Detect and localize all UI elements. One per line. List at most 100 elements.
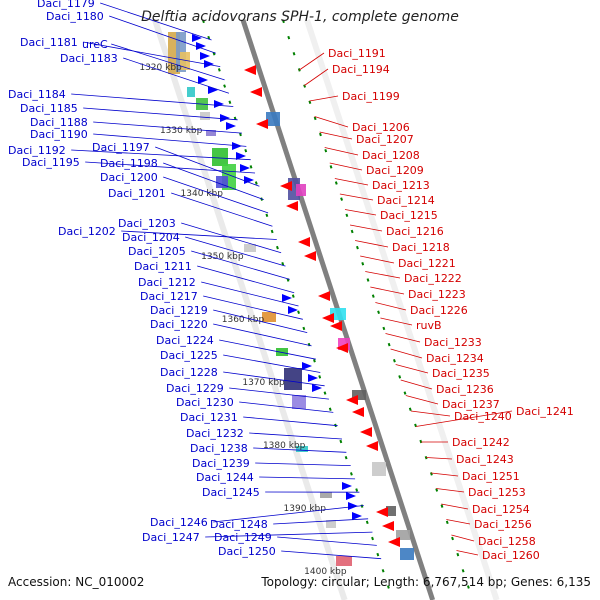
right-gene-label: Daci_1233 bbox=[424, 336, 482, 349]
forward-gene-arrow bbox=[208, 86, 218, 94]
right-gene-label: Daci_1256 bbox=[474, 518, 532, 531]
scale-label: 1400 kbp bbox=[304, 567, 347, 577]
left-gene-label: Daci_1229 bbox=[166, 382, 224, 395]
left-gene-label: Daci_1183 bbox=[60, 52, 118, 65]
right-gene-label: Daci_1194 bbox=[332, 63, 390, 76]
left-leader-line bbox=[109, 15, 217, 54]
left-leader-line bbox=[181, 222, 282, 254]
right-gene-label: Daci_1253 bbox=[468, 486, 526, 499]
right-leader-line bbox=[324, 147, 359, 156]
forward-gene-arrow bbox=[244, 176, 254, 184]
right-gene-label: Daci_1260 bbox=[482, 549, 540, 562]
left-leader-line bbox=[71, 149, 251, 161]
left-leader-line bbox=[223, 354, 321, 373]
left-leader-line bbox=[163, 162, 264, 200]
left-gene-label: Daci_1244 bbox=[196, 471, 254, 484]
forward-gene-arrow bbox=[348, 502, 358, 510]
forward-gene-arrow bbox=[236, 152, 246, 160]
left-leader-line bbox=[249, 432, 343, 440]
feature-box bbox=[292, 395, 306, 409]
right-gene-label: Daci_1241 bbox=[516, 405, 574, 418]
feature-box bbox=[266, 112, 280, 126]
right-leader-line bbox=[375, 302, 407, 311]
scale-label: 1340 kbp bbox=[181, 189, 224, 199]
feature-box bbox=[372, 462, 386, 476]
scale-label: 1330 kbp bbox=[160, 126, 203, 136]
right-gene-label: Daci_1214 bbox=[377, 194, 435, 207]
forward-gene-arrow bbox=[192, 34, 202, 42]
reverse-gene-arrow bbox=[250, 87, 262, 97]
feature-box bbox=[187, 87, 195, 97]
feature-box bbox=[206, 130, 216, 136]
left-leader-line bbox=[163, 176, 269, 214]
reverse-gene-arrow bbox=[286, 201, 298, 211]
right-gene-label: Daci_1251 bbox=[462, 470, 520, 483]
scale-label: 1390 kbp bbox=[284, 504, 327, 514]
forward-gene-arrow bbox=[282, 294, 292, 302]
left-gene-label: Daci_1190 bbox=[30, 128, 88, 141]
right-gene-label: Daci_1235 bbox=[432, 367, 490, 380]
right-leader-line bbox=[385, 333, 421, 343]
right-leader-line bbox=[441, 503, 469, 510]
left-leader-line bbox=[281, 550, 382, 560]
left-gene-label: Daci_1219 bbox=[150, 304, 208, 317]
scale-label: 1360 kbp bbox=[222, 315, 265, 325]
left-leader-line bbox=[203, 295, 303, 320]
feature-box bbox=[320, 492, 332, 498]
genome-summary: Topology: circular; Length: 6,767,514 bp… bbox=[261, 575, 591, 589]
right-leader-line bbox=[299, 52, 325, 71]
right-gene-label: Daci_1234 bbox=[426, 352, 484, 365]
right-leader-line bbox=[319, 131, 353, 140]
left-leader-line bbox=[219, 339, 316, 360]
reverse-gene-arrow bbox=[318, 291, 330, 301]
left-leader-line bbox=[205, 531, 373, 538]
left-leader-line bbox=[93, 133, 247, 147]
left-gene-label: Daci_1232 bbox=[186, 427, 244, 440]
right-gene-label: Daci_1258 bbox=[478, 535, 536, 548]
left-gene-label: Daci_1203 bbox=[118, 217, 176, 230]
left-gene-label: Daci_1247 bbox=[142, 531, 200, 544]
left-gene-label: Daci_1195 bbox=[22, 156, 80, 169]
reverse-gene-arrow bbox=[298, 237, 310, 247]
right-gene-label: Daci_1243 bbox=[456, 453, 514, 466]
feature-box bbox=[180, 52, 190, 70]
right-leader-line bbox=[314, 116, 349, 128]
left-gene-label: Daci_1239 bbox=[192, 457, 250, 470]
feature-box bbox=[326, 520, 336, 528]
left-leader-line bbox=[197, 265, 295, 294]
reverse-gene-arrow bbox=[244, 65, 256, 75]
right-gene-label: Daci_1242 bbox=[452, 436, 510, 449]
forward-gene-arrow bbox=[200, 52, 210, 60]
forward-gene-arrow bbox=[308, 374, 318, 382]
left-gene-label: Daci_1188 bbox=[30, 116, 88, 129]
right-leader-line bbox=[360, 255, 395, 264]
left-leader-line bbox=[123, 57, 230, 94]
left-leader-line bbox=[121, 230, 277, 240]
feature-box bbox=[386, 506, 396, 516]
right-leader-line bbox=[329, 162, 363, 171]
feature-box bbox=[284, 368, 302, 390]
reverse-gene-arrow bbox=[304, 251, 316, 261]
right-leader-line bbox=[304, 68, 329, 86]
left-gene-label: Daci_1225 bbox=[160, 349, 218, 362]
left-gene-label: Daci_1200 bbox=[100, 171, 158, 184]
left-gene-label: Daci_1231 bbox=[180, 411, 238, 424]
forward-gene-arrow bbox=[240, 164, 250, 172]
right-gene-label: Daci_1215 bbox=[380, 209, 438, 222]
reverse-gene-arrow bbox=[366, 441, 378, 451]
right-leader-line bbox=[426, 457, 453, 460]
right-gene-label: Daci_1209 bbox=[366, 164, 424, 177]
forward-gene-arrow bbox=[302, 362, 312, 370]
left-leader-line bbox=[259, 476, 356, 480]
right-leader-line bbox=[395, 364, 429, 374]
right-gene-label: Daci_1221 bbox=[398, 257, 456, 270]
feature-box bbox=[216, 176, 228, 188]
forward-gene-arrow bbox=[214, 100, 224, 108]
left-leader-line bbox=[83, 107, 238, 121]
left-leader-line bbox=[273, 518, 369, 525]
accession-label: Accession: NC_010002 bbox=[8, 575, 145, 589]
left-gene-label: Daci_1198 bbox=[100, 157, 158, 170]
left-leader-line bbox=[223, 371, 325, 387]
left-leader-line bbox=[83, 41, 221, 67]
